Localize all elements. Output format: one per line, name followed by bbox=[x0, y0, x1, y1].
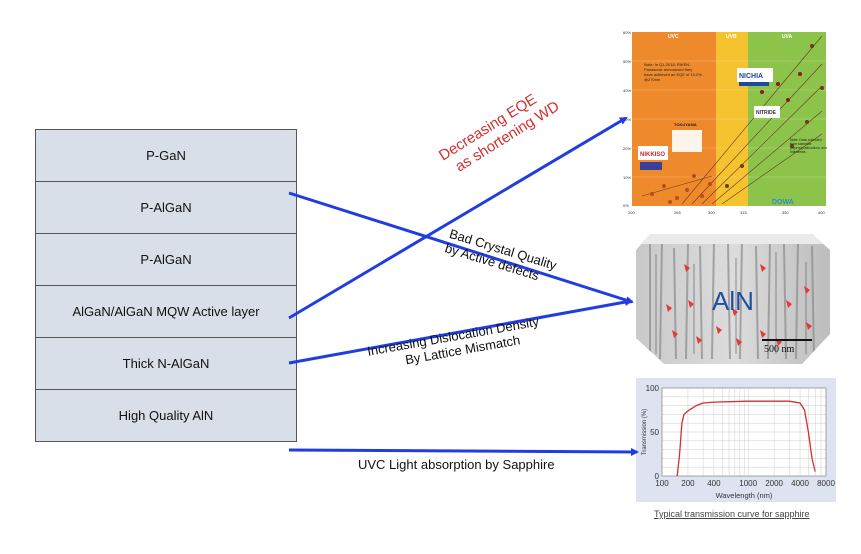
x-tick-label: 400 bbox=[707, 479, 721, 488]
layer-stack: P-GaN P-AlGaN P-AlGaN AlGaN/AlGaN MQW Ac… bbox=[35, 129, 297, 442]
logo-tokuyama: TOKUYAMA bbox=[674, 122, 697, 127]
eqe-y-tick: 10% bbox=[623, 175, 631, 180]
eqe-y-tick: 20% bbox=[623, 146, 631, 151]
eqe-data-points bbox=[650, 44, 824, 204]
logo-nitride: NITRIDE bbox=[756, 110, 777, 116]
logo-nikkiso: NIKKISO bbox=[640, 152, 665, 158]
arrow-palgan-to-sem bbox=[288, 191, 634, 304]
layer-thick-n-algan: Thick N-AlGaN bbox=[35, 337, 297, 390]
eqe-trend-lines bbox=[641, 35, 823, 205]
x-tick-label: 1000 bbox=[739, 479, 757, 488]
logo-nichia: NICHIA bbox=[739, 73, 763, 80]
eqe-x-tick: 350 bbox=[782, 210, 789, 215]
eqe-x-tick: 200 bbox=[628, 210, 635, 215]
y-tick-label: 0 bbox=[655, 472, 660, 481]
layer-aln: High Quality AlN bbox=[35, 389, 297, 442]
eqe-x-tick: 300 bbox=[708, 210, 715, 215]
eqe-y-tick: 60% bbox=[623, 30, 631, 35]
uvc-band bbox=[632, 32, 716, 206]
transmission-chart: 0 50 100 100 200 400 1000 2000 4000 8000 Wavelen… bbox=[636, 378, 836, 502]
x-axis-label: Wavelength (nm) bbox=[716, 491, 773, 500]
x-tick-label: 4000 bbox=[791, 479, 809, 488]
sem-image: AlN 500 nm bbox=[636, 234, 830, 364]
layer-p-gan: P-GaN bbox=[35, 129, 297, 182]
band-label-uvb: UVB bbox=[726, 34, 737, 40]
y-tick-label: 50 bbox=[650, 428, 659, 437]
layer-p-algan-2: P-AlGaN bbox=[35, 233, 297, 286]
eqe-footnote: Note: Data collected from scientific pap… bbox=[790, 138, 827, 154]
band-label-uvc: UVC bbox=[668, 34, 679, 40]
x-tick-label: 2000 bbox=[765, 479, 783, 488]
y-axis-label: Transmission (%) bbox=[642, 409, 648, 455]
scale-label: 500 nm bbox=[764, 344, 795, 355]
x-tick-label: 200 bbox=[681, 479, 695, 488]
aln-label: AlN bbox=[712, 286, 754, 316]
uvc-annotation: UVC Light absorption by Sapphire bbox=[358, 457, 555, 472]
arrow-mqw-to-eqe bbox=[288, 116, 628, 320]
band-label-uva: UVA bbox=[782, 34, 793, 40]
eqe-y-tick: 50% bbox=[623, 59, 631, 64]
x-tick-label: 100 bbox=[655, 479, 669, 488]
arrow-aln-to-sapphire bbox=[288, 447, 639, 456]
eqe-x-tick: 400 bbox=[818, 210, 825, 215]
eqe-y-tick: 0% bbox=[623, 203, 629, 208]
eqe-y-tick: 40% bbox=[623, 88, 631, 93]
eqe-x-tick: 315 bbox=[740, 210, 747, 215]
eqe-chart: 60% 50% 40% 30% 20% 10% 0% 200 265 300 3… bbox=[622, 26, 834, 220]
eqe-logos: NICHIA TOKUYAMA NIKKISO NITRIDE DOWA bbox=[638, 68, 794, 206]
y-tick-label: 100 bbox=[646, 384, 660, 393]
eqe-x-tick: 265 bbox=[674, 210, 681, 215]
eqe-note: Note: In Q1-2018, RIKEN-Panasonic announ… bbox=[644, 62, 702, 82]
uvb-band bbox=[716, 32, 748, 206]
transmission-caption: Typical transmission curve for sapphire bbox=[654, 509, 810, 519]
transmission-series-line bbox=[676, 400, 816, 477]
x-tick-label: 8000 bbox=[817, 479, 835, 488]
arrow-nalgan-to-sem bbox=[288, 298, 633, 365]
logo-dowa: DOWA bbox=[772, 199, 794, 206]
